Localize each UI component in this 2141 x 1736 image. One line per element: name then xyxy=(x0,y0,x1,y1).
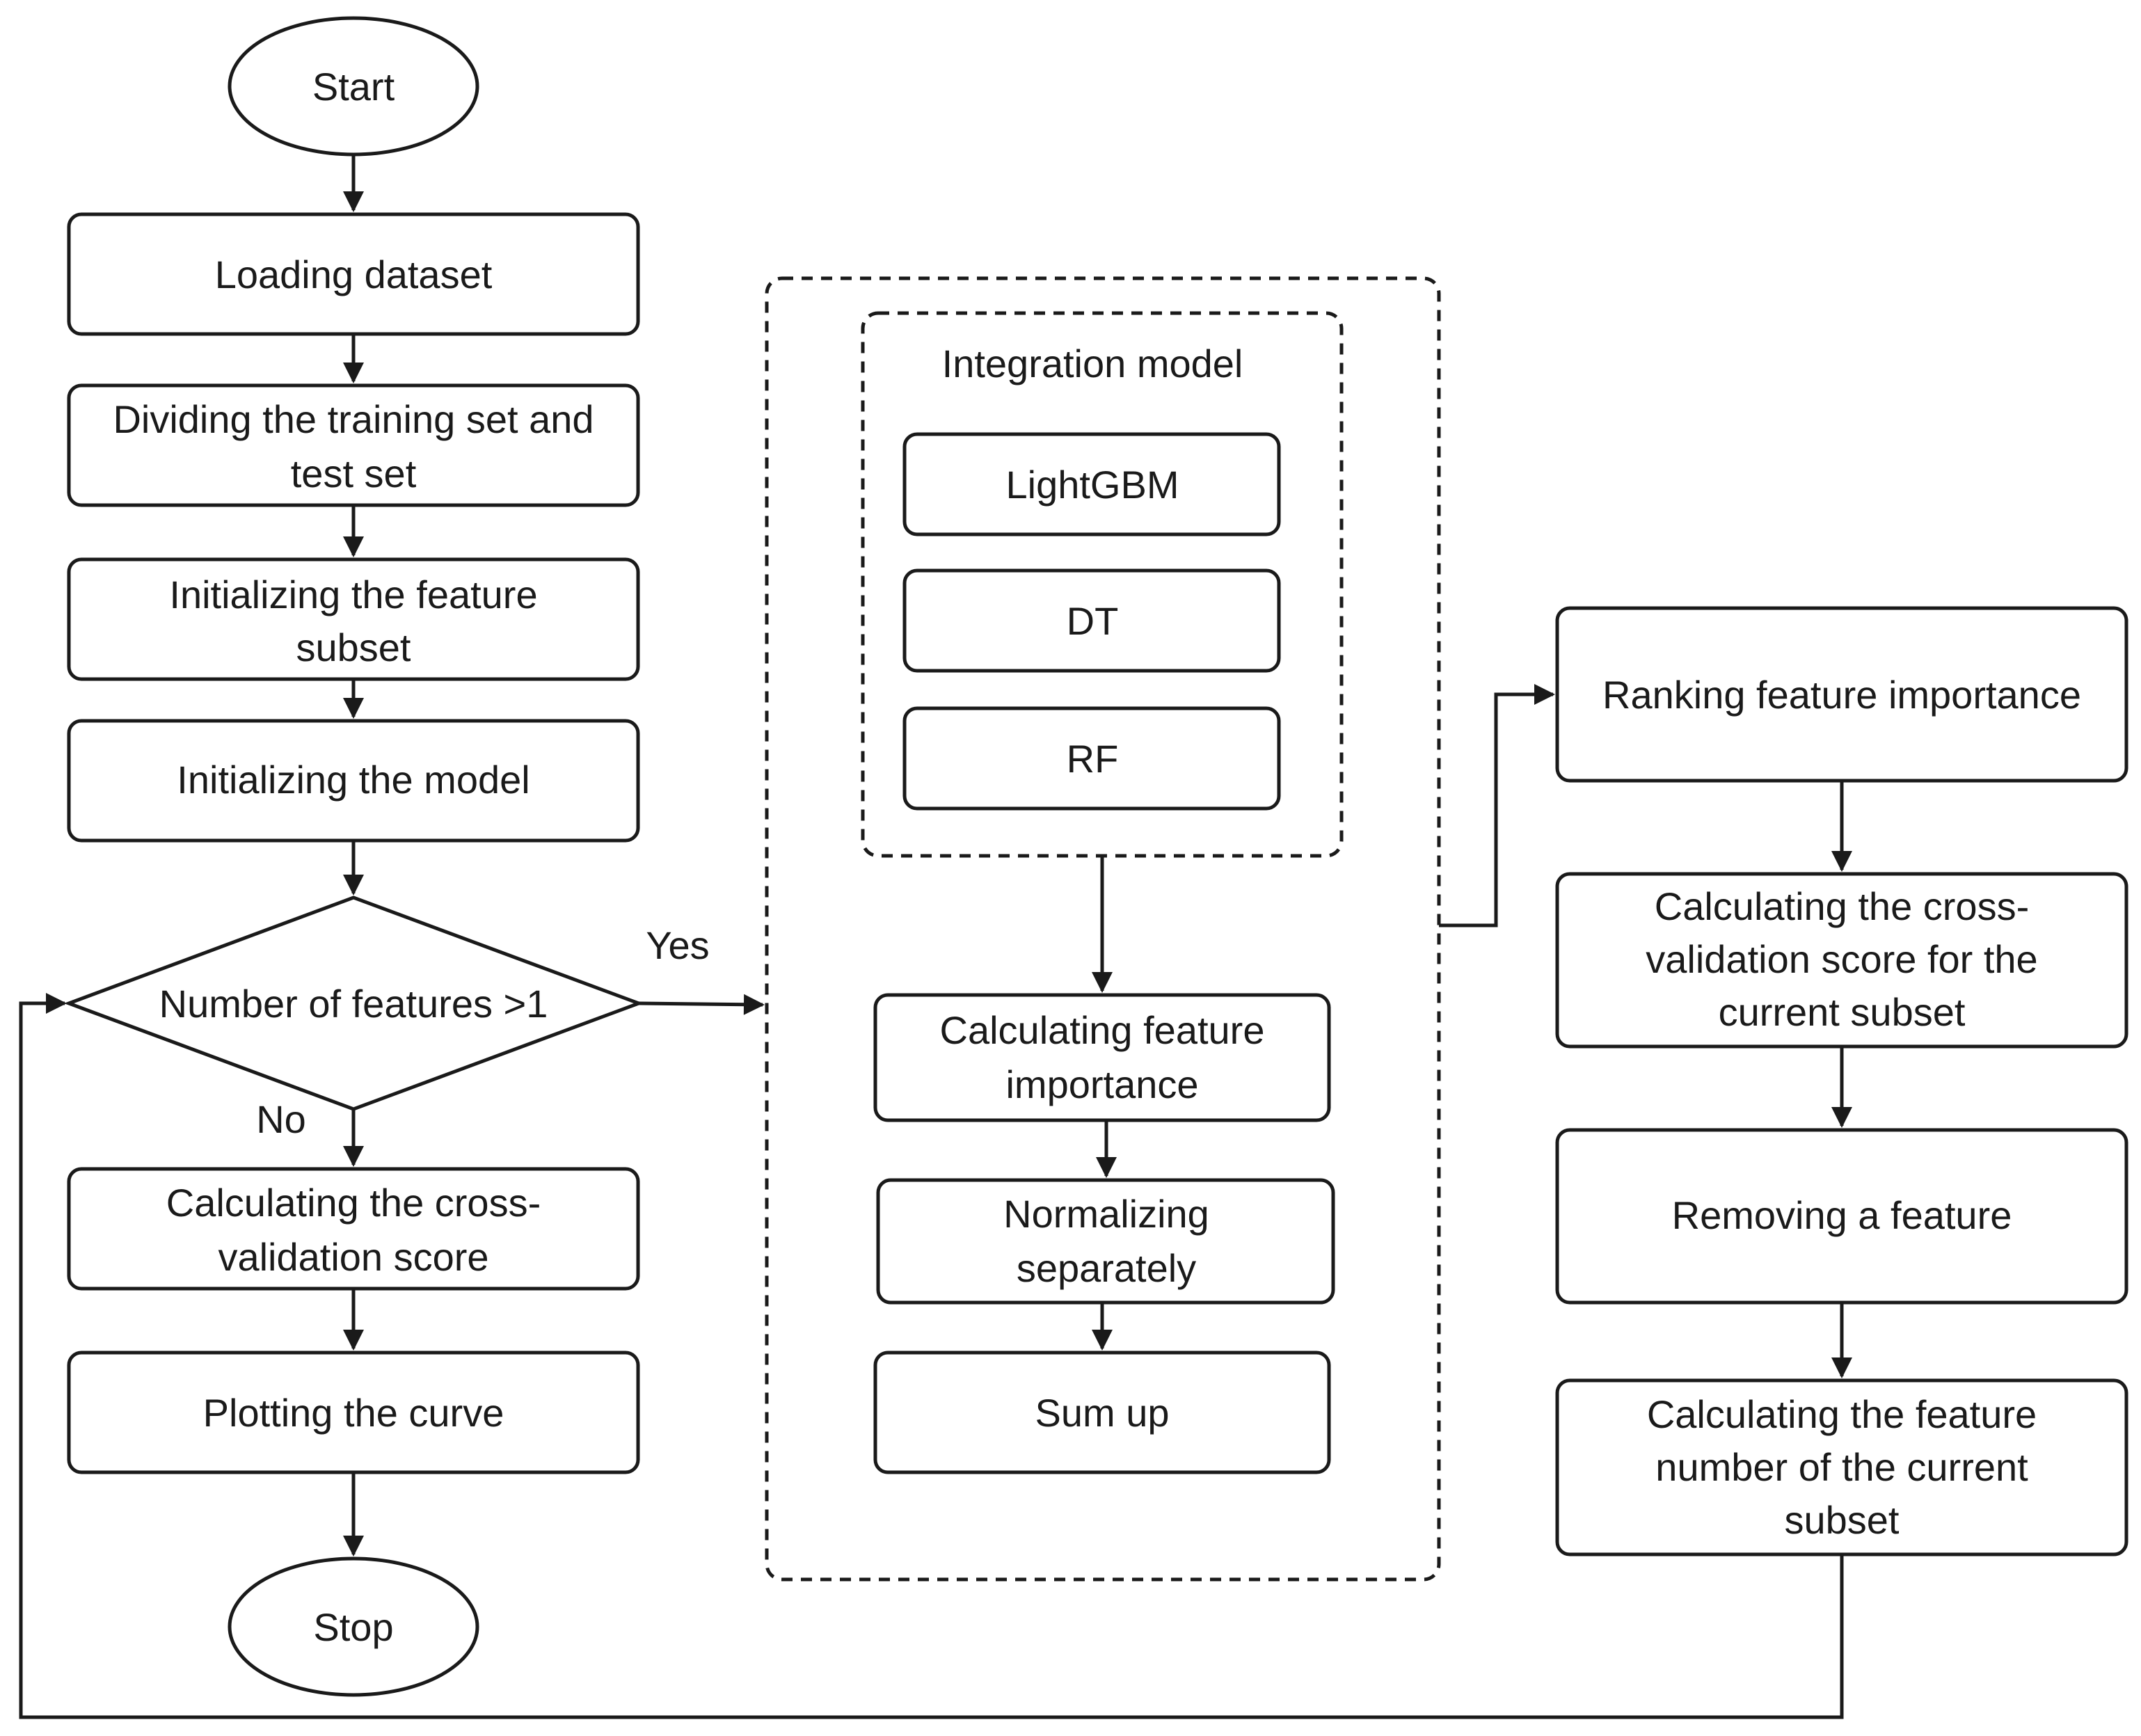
normalize-box xyxy=(876,1178,1335,1305)
lightgbm-box xyxy=(902,432,1281,536)
cv-current-label-line2: validation score for the xyxy=(1646,937,2037,981)
stop-terminal xyxy=(228,1556,479,1697)
loading-dataset-label: Loading dataset xyxy=(215,253,493,296)
feature-number-label-line1: Calculating the feature xyxy=(1647,1392,2037,1436)
integration-model-title: Integration model xyxy=(942,342,1243,385)
calc-importance-box xyxy=(873,993,1331,1122)
ranking-label: Ranking feature importance xyxy=(1602,673,2081,717)
dt-box xyxy=(902,568,1281,673)
normalize-label-line2: separately xyxy=(1017,1246,1196,1290)
decision-label: Number of features >1 xyxy=(159,982,548,1026)
calc-importance-label-line1: Calculating feature xyxy=(940,1008,1265,1052)
remove-feature-label: Removing a feature xyxy=(1672,1193,2012,1237)
edge-label-yes: Yes xyxy=(646,923,709,967)
cv-score-label-line2: validation score xyxy=(218,1235,488,1279)
dt-label: DT xyxy=(1067,599,1119,643)
arrow-group-to-ranking xyxy=(1439,684,1555,927)
cv-current-label-line3: current subset xyxy=(1719,990,1966,1034)
rf-box xyxy=(902,706,1281,811)
importance-group-frame xyxy=(765,276,1441,1582)
feature-number-label-line3: subset xyxy=(1785,1498,1900,1542)
init-feature-subset-label-line1: Initializing the feature xyxy=(169,573,537,616)
lightgbm-label: LightGBM xyxy=(1006,463,1179,507)
init-model-label: Initializing the model xyxy=(177,758,530,802)
init-feature-subset-label-line2: subset xyxy=(296,626,411,669)
normalize-label-line1: Normalizing xyxy=(1003,1192,1209,1236)
dividing-sets-label-line2: test set xyxy=(291,452,417,495)
plot-curve-label: Plotting the curve xyxy=(203,1391,504,1435)
start-label: Start xyxy=(312,65,395,109)
feature-number-label-line2: number of the current xyxy=(1655,1445,2028,1489)
arrow-decision-yes xyxy=(638,994,765,1015)
cv-score-label-line1: Calculating the cross- xyxy=(166,1181,541,1225)
sum-up-box xyxy=(873,1351,1331,1474)
stop-label: Stop xyxy=(313,1605,393,1649)
calc-importance-label-line2: importance xyxy=(1005,1062,1198,1106)
sum-up-label: Sum up xyxy=(1035,1391,1170,1435)
cv-current-label-line1: Calculating the cross- xyxy=(1655,884,2029,928)
arrow-loop-back-to-decision xyxy=(19,993,1844,1719)
dividing-sets-label-line1: Dividing the training set and xyxy=(113,397,594,441)
rf-label: RF xyxy=(1067,737,1119,781)
edge-label-no: No xyxy=(256,1097,306,1141)
